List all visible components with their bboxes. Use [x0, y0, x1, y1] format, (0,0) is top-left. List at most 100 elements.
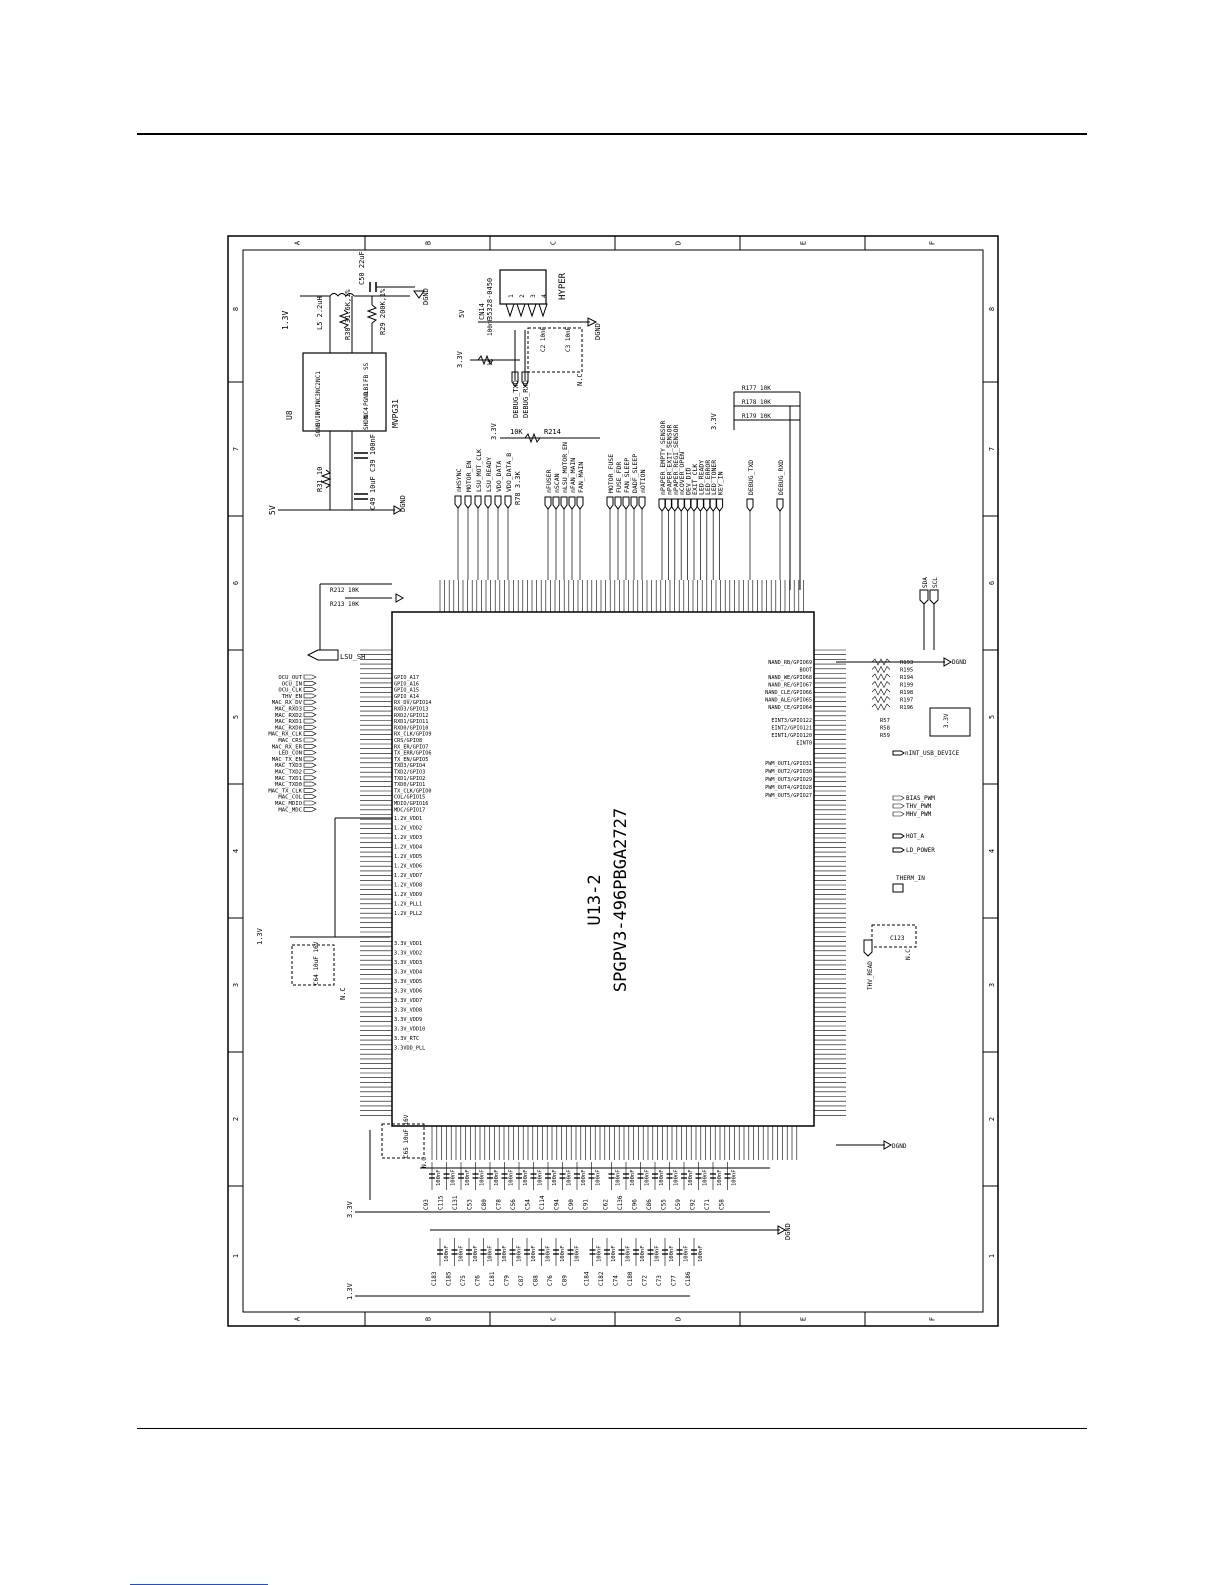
c39-label: C39 100nF — [369, 434, 377, 472]
cap-row2-value: 100nF — [640, 1245, 646, 1262]
power-pin-top: 1.2V_VDD3 — [394, 835, 422, 841]
left-net-port — [303, 794, 317, 800]
top-signal-right: nPAPER_EMPTY_SENSOR — [659, 421, 667, 495]
cap-row2-ref: C184 — [584, 1271, 591, 1286]
left-net-label: MAC_TXD2 — [275, 770, 302, 776]
left-pin-label: RXD1/GPIO11 — [394, 719, 428, 725]
pins-left — [360, 649, 392, 1116]
conn-c2-label: C2 10nF — [540, 326, 547, 352]
chip-part: SPGPV3-496PBGA2727 — [611, 808, 631, 992]
top-signal-mid: nLSU_MOTOR_EN — [561, 442, 569, 493]
header-rule — [137, 133, 1087, 135]
top-signal-mid: nFAN_MAIN — [569, 458, 577, 493]
cap-row1-ref: C58 — [719, 1199, 726, 1210]
regulator-pin-right: SHDN — [363, 415, 370, 430]
debug-rxd-port — [521, 371, 529, 387]
thv-read-label: THV_READ — [867, 961, 874, 990]
gnd-reg-label: DGND — [422, 288, 430, 305]
top-signal-right: LED_READY — [697, 460, 705, 495]
cap-row2-ref: C76 — [475, 1275, 482, 1286]
cap-row2-value: 100nF — [546, 1245, 552, 1262]
right-pin-pwm: PWM_OUT5/GPIO27 — [765, 793, 812, 799]
cap-row1-value: 100nF — [732, 1169, 738, 1186]
left-net-label: MAC_CRS — [278, 738, 302, 744]
rail-33v-conn: 3.3V — [456, 350, 464, 368]
regulator-pin-right: FB — [363, 374, 370, 382]
cap-row2-value: 100nF — [444, 1245, 450, 1262]
power-pin-top: 1.2V_VDD5 — [394, 854, 422, 860]
row-label-right: 3 — [988, 983, 996, 987]
r213-label: R213 10K — [330, 601, 359, 608]
cap-row1-value: 100nF — [616, 1169, 622, 1186]
cap-row2-value: 100nF — [560, 1245, 566, 1262]
column-label-bottom: E — [800, 1317, 808, 1321]
power-pin-bottom: 3.3V_RTC — [394, 1036, 419, 1042]
regulator-pin-left: NC2 — [315, 382, 322, 393]
left-net-label: MAC_TX_CLK — [268, 788, 302, 794]
caps-row1: C93100nFC115100nFC131100nFC53100nFC80100… — [423, 1162, 738, 1210]
top-signal-mid-port — [560, 496, 568, 510]
row-label-left: 6 — [232, 581, 240, 585]
right-pin-pwm: PWM_OUT2/GPIO30 — [765, 769, 812, 775]
cap-row2-value: 100nF — [655, 1245, 661, 1262]
top-signal-debug-rxd: DEBUG_RXD — [777, 460, 785, 495]
left-net-label: MAC_TXD1 — [275, 776, 302, 782]
left-net-label: MAC_RX_ER — [272, 744, 303, 750]
right-pin-nand: NAND_RB/GPIO69 — [768, 660, 812, 666]
cap-row1-ref: C114 — [539, 1195, 546, 1210]
cap-row1-ref: C86 — [646, 1199, 653, 1210]
resistor-r29 — [366, 304, 378, 324]
row-label-left: 4 — [232, 849, 240, 853]
lsu-label: LSU_SH — [340, 653, 365, 661]
usb-port — [892, 750, 905, 756]
cap-row1-ref: C54 — [525, 1199, 532, 1210]
right-resistor — [871, 688, 891, 696]
top-signal-left-port — [494, 495, 502, 509]
right-resistor-label: R199 — [900, 683, 913, 689]
row-label-left: 7 — [232, 447, 240, 451]
top-signal-right-port — [658, 498, 666, 512]
row-label-right: 8 — [988, 307, 996, 311]
pins-top — [439, 580, 804, 612]
cap-row1-value: 100nF — [436, 1169, 442, 1186]
top-signal-left: LSU_MOT_CLK — [475, 449, 483, 492]
nc-left-label: N.C — [339, 987, 347, 1000]
top-signal-mid2-port — [630, 496, 638, 510]
cap-row2-value: 100nF — [626, 1245, 632, 1262]
cap-row1-value: 100nF — [538, 1169, 544, 1186]
top-signal-mid-port — [552, 496, 560, 510]
r78-label: R78 3.3K — [514, 470, 522, 505]
power-pin-top: 1.2V_VDD8 — [394, 883, 422, 889]
top-signal-mid: FAN_MAIN — [577, 462, 585, 493]
rail-33v-right: 3.3V — [943, 713, 950, 728]
left-net-label: MAC_TXD3 — [275, 763, 302, 769]
left-net-port — [303, 687, 317, 692]
regulator-pin-left: SVIN — [315, 411, 322, 426]
r177-label: R177 10K — [742, 385, 771, 392]
pwm-port — [892, 811, 905, 817]
power-pin-top: 1.2V_VDD2 — [394, 826, 422, 832]
c64-label: C64 10uF 16V — [313, 941, 320, 985]
top-signal-mid2: nOTION — [639, 469, 647, 493]
left-net-port — [303, 775, 317, 781]
gnd-right-bottom-label: DGND — [892, 1143, 907, 1150]
left-net-label: MAC_TX_EN — [272, 757, 302, 763]
resistor-conn — [477, 354, 494, 366]
left-net-label: LED_CON — [278, 751, 302, 757]
column-label-bottom: A — [294, 1316, 302, 1321]
left-net-port — [303, 718, 317, 724]
cap-row1-value: 100nF — [552, 1169, 558, 1186]
left-net-label: MAC_COL — [278, 795, 302, 801]
row-label-right: 1 — [988, 1254, 996, 1258]
cap-row2-value: 100nF — [597, 1245, 603, 1262]
hot-label: HOT_A — [906, 833, 924, 840]
right-resistor — [871, 658, 891, 666]
top-signal-right-port — [671, 498, 679, 512]
left-pin-label: TXD1/GPIO2 — [394, 776, 425, 782]
right-resistor — [871, 680, 891, 689]
column-label-bottom: F — [929, 1317, 937, 1321]
c49-label: C49 10uF — [369, 476, 377, 510]
